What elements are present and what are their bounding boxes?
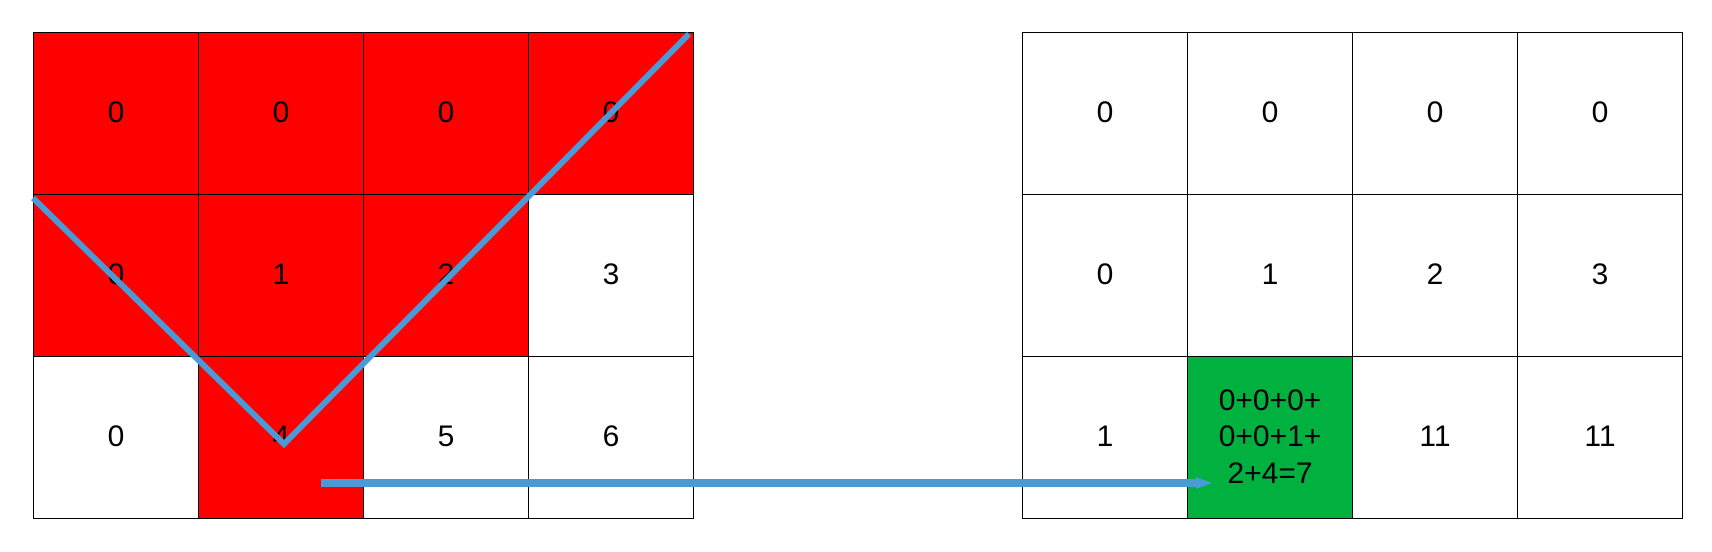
right-cell-r2-c0: 1 xyxy=(1023,357,1188,519)
left-cell-r2-c0: 0 xyxy=(34,357,199,519)
right-cell-r0-c2: 0 xyxy=(1353,33,1518,195)
left-cell-r1-c3: 3 xyxy=(529,195,694,357)
right-cell-r1-c0: 0 xyxy=(1023,195,1188,357)
left-cell-r0-c3: 0 xyxy=(529,33,694,195)
left-cell-r2-c1: 4 xyxy=(199,357,364,519)
left-cell-r0-c1: 0 xyxy=(199,33,364,195)
right-cell-r0-c1: 0 xyxy=(1188,33,1353,195)
right-cell-r1-c2: 2 xyxy=(1353,195,1518,357)
left-matrix: 0 0 0 0 0 1 2 3 0 4 5 6 xyxy=(33,32,694,519)
right-cell-r0-c3: 0 xyxy=(1518,33,1683,195)
left-cell-r1-c1: 1 xyxy=(199,195,364,357)
left-cell-r1-c0: 0 xyxy=(34,195,199,357)
left-cell-r2-c2: 5 xyxy=(364,357,529,519)
left-cell-r1-c2: 2 xyxy=(364,195,529,357)
right-cell-r1-c1: 1 xyxy=(1188,195,1353,357)
left-cell-r0-c2: 0 xyxy=(364,33,529,195)
left-cell-r2-c3: 6 xyxy=(529,357,694,519)
right-cell-r2-c2: 11 xyxy=(1353,357,1518,519)
left-cell-r0-c0: 0 xyxy=(34,33,199,195)
right-cell-r1-c3: 3 xyxy=(1518,195,1683,357)
right-cell-r0-c0: 0 xyxy=(1023,33,1188,195)
right-cell-r2-c3: 11 xyxy=(1518,357,1683,519)
right-cell-r2-c1-sum: 0+0+0+ 0+0+1+ 2+4=7 xyxy=(1188,357,1353,519)
right-matrix: 0 0 0 0 0 1 2 3 1 0+0+0+ 0+0+1+ 2+4=7 11… xyxy=(1022,32,1683,519)
